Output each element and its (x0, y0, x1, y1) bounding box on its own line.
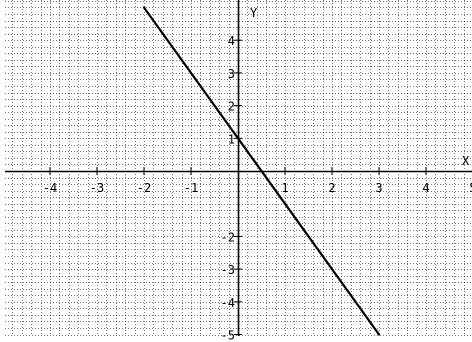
y-axis-label: Y (250, 6, 258, 20)
y-tick-label: 2 (228, 100, 235, 114)
axes: X Y (5, 0, 472, 336)
x-tick-label: -1 (184, 181, 198, 195)
y-tick-label: 3 (228, 67, 235, 81)
x-tick-label: 5 (469, 181, 472, 195)
series (142, 6, 381, 336)
x-tick-label: 3 (375, 181, 382, 195)
x-tick-label: -2 (137, 181, 151, 195)
x-tick-label: 2 (328, 181, 335, 195)
y-tick-label: -4 (221, 296, 235, 310)
y-tick-label: -5 (221, 329, 235, 342)
x-tick-label: -4 (43, 181, 57, 195)
ticks: -4 -3 -2 -1 1 2 3 4 5 4 3 2 1 -2 -3 -4 -5 (43, 34, 472, 342)
x-tick-label: 1 (281, 181, 288, 195)
series-line (142, 6, 381, 336)
x-tick-label: 4 (422, 181, 429, 195)
y-tick-label: 4 (228, 34, 235, 48)
x-axis-label: X (462, 154, 470, 168)
y-tick-label: 1 (228, 132, 235, 146)
y-tick-label: -3 (221, 263, 235, 277)
y-tick-label: -2 (221, 230, 235, 244)
x-tick-label: -3 (90, 181, 104, 195)
